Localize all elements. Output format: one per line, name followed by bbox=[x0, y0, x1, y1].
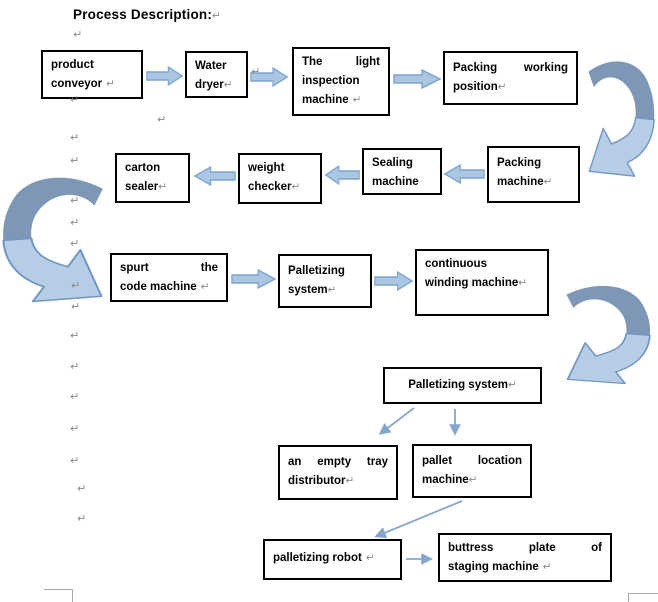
paragraph-mark: ↵ bbox=[468, 474, 478, 486]
flow-box-spurt-code-machine[interactable]: spurt the code machine↵ bbox=[110, 253, 228, 302]
arrow-dryer-to-inspection[interactable] bbox=[250, 66, 289, 88]
paragraph-mark: ↵ bbox=[70, 238, 80, 250]
paragraph-mark: ↵ bbox=[345, 475, 355, 487]
flow-box-sealing-machine[interactable]: Sealing machine bbox=[362, 148, 442, 195]
arrow-spurt-to-palletizing[interactable] bbox=[231, 268, 277, 290]
arrow-system-to-empty-tray[interactable] bbox=[378, 407, 415, 435]
box-line: buttress plate of bbox=[448, 542, 602, 554]
arrow-location-to-robot[interactable] bbox=[374, 500, 463, 539]
arrow-sealing-to-weight[interactable] bbox=[324, 164, 360, 186]
paragraph-mark: ↵ bbox=[518, 277, 528, 289]
curved-arrow-packing-position-to-packing-machine[interactable] bbox=[581, 58, 655, 185]
flow-box-product-conveyor[interactable]: product conveyor↵ bbox=[41, 50, 143, 99]
arrow-conveyor-to-dryer[interactable] bbox=[146, 65, 184, 87]
paragraph-mark: ↵ bbox=[251, 66, 261, 78]
paragraph-mark: ↵ bbox=[70, 217, 80, 229]
partial-shape-fragment bbox=[628, 593, 658, 602]
arrow-palletizing-to-winding[interactable] bbox=[374, 270, 414, 292]
arrow-inspection-to-packing-position[interactable] bbox=[393, 68, 442, 90]
box-line: continuous bbox=[425, 258, 487, 270]
box-line: staging machine↵ bbox=[448, 561, 552, 573]
paragraph-mark: ↵ bbox=[70, 195, 80, 207]
paragraph-mark: ↵ bbox=[70, 423, 80, 435]
paragraph-mark: ↵ bbox=[542, 561, 552, 573]
flow-box-water-dryer[interactable]: Water dryer↵ bbox=[185, 51, 248, 98]
flow-box-packing-working-position[interactable]: Packing working position↵ bbox=[443, 51, 578, 105]
box-line: machine bbox=[372, 176, 419, 188]
box-line: code machine↵ bbox=[120, 281, 210, 293]
paragraph-mark: ↵ bbox=[212, 10, 222, 22]
flow-box-palletizing-system-1[interactable]: Palletizing system↵ bbox=[278, 254, 372, 308]
paragraph-mark: ↵ bbox=[157, 114, 167, 126]
box-line: The light bbox=[302, 56, 380, 68]
paragraph-mark: ↵ bbox=[543, 176, 553, 188]
box-line: distributor↵ bbox=[288, 475, 355, 487]
paragraph-mark: ↵ bbox=[71, 280, 81, 292]
arrow-packing-to-sealing[interactable] bbox=[443, 163, 485, 185]
page-title: Process Description:↵ bbox=[73, 7, 221, 22]
box-line: pallet location bbox=[422, 455, 522, 467]
flow-box-packing-machine[interactable]: Packing machine↵ bbox=[487, 146, 580, 203]
box-line: dryer↵ bbox=[195, 79, 233, 91]
flow-box-empty-tray-distributor[interactable]: an empty tray distributor↵ bbox=[278, 445, 398, 500]
curved-arrow-carton-to-spurt[interactable] bbox=[2, 174, 114, 311]
flow-box-weight-checker[interactable]: weight checker↵ bbox=[238, 153, 322, 204]
box-line: Palletizing bbox=[288, 265, 345, 277]
paragraph-mark: ↵ bbox=[365, 552, 375, 564]
flow-box-light-inspection-machine[interactable]: The light inspection machine↵ bbox=[292, 47, 390, 116]
box-line: winding machine↵ bbox=[425, 277, 528, 289]
box-line: conveyor↵ bbox=[51, 78, 115, 90]
paragraph-mark: ↵ bbox=[70, 455, 80, 467]
paragraph-mark: ↵ bbox=[73, 29, 83, 41]
box-line: Palletizing system↵ bbox=[408, 379, 517, 391]
paragraph-mark: ↵ bbox=[70, 155, 80, 167]
paragraph-mark: ↵ bbox=[352, 94, 362, 106]
paragraph-mark: ↵ bbox=[291, 181, 301, 193]
arrow-weight-to-carton[interactable] bbox=[193, 165, 236, 187]
paragraph-mark: ↵ bbox=[106, 78, 115, 90]
paragraph-mark: ↵ bbox=[497, 81, 507, 93]
paragraph-mark: ↵ bbox=[70, 132, 80, 144]
paragraph-mark: ↵ bbox=[71, 301, 81, 313]
paragraph-mark: ↵ bbox=[158, 181, 168, 193]
box-line: palletizing robot↵ bbox=[273, 552, 375, 564]
flow-box-carton-sealer[interactable]: carton sealer↵ bbox=[115, 153, 190, 203]
paragraph-mark: ↵ bbox=[327, 284, 337, 296]
box-line: position↵ bbox=[453, 81, 507, 93]
flow-box-continuous-winding-machine[interactable]: continuous winding machine↵ bbox=[415, 249, 549, 316]
partial-shape-fragment bbox=[44, 589, 73, 602]
paragraph-mark: ↵ bbox=[70, 391, 80, 403]
box-line: carton bbox=[125, 162, 161, 174]
box-line: checker↵ bbox=[248, 181, 301, 193]
box-line: product bbox=[51, 59, 94, 71]
paragraph-mark: ↵ bbox=[223, 79, 233, 91]
box-line: Sealing bbox=[372, 157, 413, 169]
paragraph-mark: ↵ bbox=[200, 281, 210, 293]
flow-box-pallet-location-machine[interactable]: pallet location machine↵ bbox=[412, 444, 532, 498]
flow-box-palletizing-system-2[interactable]: Palletizing system↵ bbox=[383, 367, 542, 404]
curved-arrow-winding-to-palletizing-system[interactable] bbox=[557, 283, 651, 391]
flow-box-palletizing-robot[interactable]: palletizing robot↵ bbox=[263, 539, 402, 580]
box-line: Packing working bbox=[453, 62, 568, 74]
box-line: system↵ bbox=[288, 284, 337, 296]
box-line: Packing bbox=[497, 157, 542, 169]
box-line: machine↵ bbox=[302, 94, 362, 106]
box-line: Water bbox=[195, 60, 227, 72]
box-line: spurt the bbox=[120, 262, 218, 274]
paragraph-mark: ↵ bbox=[70, 94, 80, 106]
box-line: inspection bbox=[302, 75, 360, 87]
box-line: machine↵ bbox=[422, 474, 478, 486]
paragraph-mark: ↵ bbox=[77, 483, 87, 495]
paragraph-mark: ↵ bbox=[70, 330, 80, 342]
paragraph-mark: ↵ bbox=[507, 379, 517, 391]
page-title-text: Process Description: bbox=[73, 7, 213, 22]
paragraph-mark: ↵ bbox=[70, 361, 80, 373]
box-line: sealer↵ bbox=[125, 181, 168, 193]
paragraph-mark: ↵ bbox=[77, 513, 87, 525]
box-line: an empty tray bbox=[288, 456, 388, 468]
flow-box-buttress-plate-staging-machine[interactable]: buttress plate of staging machine↵ bbox=[438, 533, 612, 582]
box-line: weight bbox=[248, 162, 285, 174]
box-line: machine↵ bbox=[497, 176, 553, 188]
